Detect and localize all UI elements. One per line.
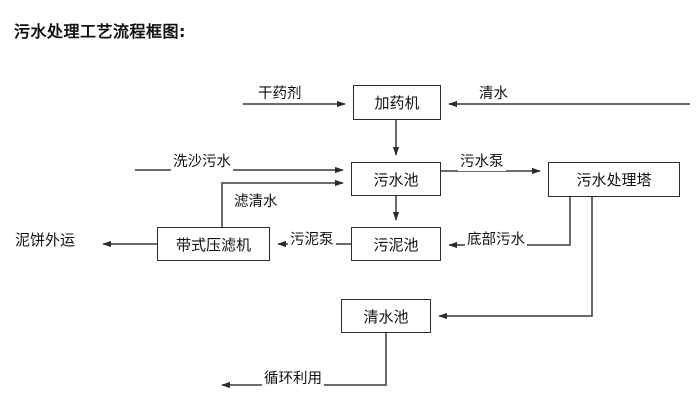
node-sludge-pool[interactable]: 污泥池 (351, 227, 441, 261)
edge-label-clean-water: 清水 (477, 82, 510, 103)
node-label: 带式压滤机 (175, 235, 251, 254)
edge-filtered-water-to-wastewater-pool (221, 179, 344, 227)
terminal-label-mud-cake-out: 泥饼外运 (15, 231, 76, 249)
node-dosing-machine[interactable]: 加药机 (353, 85, 441, 120)
node-label: 清水池 (363, 307, 409, 326)
node-label: 污水池 (373, 170, 419, 189)
edge-label-sand-wash-water: 洗沙污水 (171, 150, 233, 171)
edge-label-sewage-pump: 污水泵 (458, 150, 506, 171)
node-clear-water-pool[interactable]: 清水池 (341, 299, 431, 333)
node-wastewater-pool[interactable]: 污水池 (351, 162, 441, 196)
edge-label-recycle-use: 循环利用 (262, 367, 324, 388)
edge-label-bottom-sewage: 底部污水 (465, 228, 527, 249)
node-treatment-tower[interactable]: 污水处理塔 (548, 162, 680, 197)
node-belt-filter-press[interactable]: 带式压滤机 (157, 227, 270, 261)
node-label: 污泥池 (373, 235, 419, 254)
edge-label-dry-chemical: 干药剂 (256, 82, 304, 103)
node-label: 污水处理塔 (576, 171, 652, 189)
page-title: 污水处理工艺流程框图: (14, 22, 186, 41)
node-label: 加药机 (374, 94, 420, 112)
edge-label-sludge-pump: 污泥泵 (288, 228, 336, 249)
edge-label-filtered-water: 滤清水 (232, 190, 280, 211)
edge-tower-to-clear-water-pool (438, 197, 593, 320)
